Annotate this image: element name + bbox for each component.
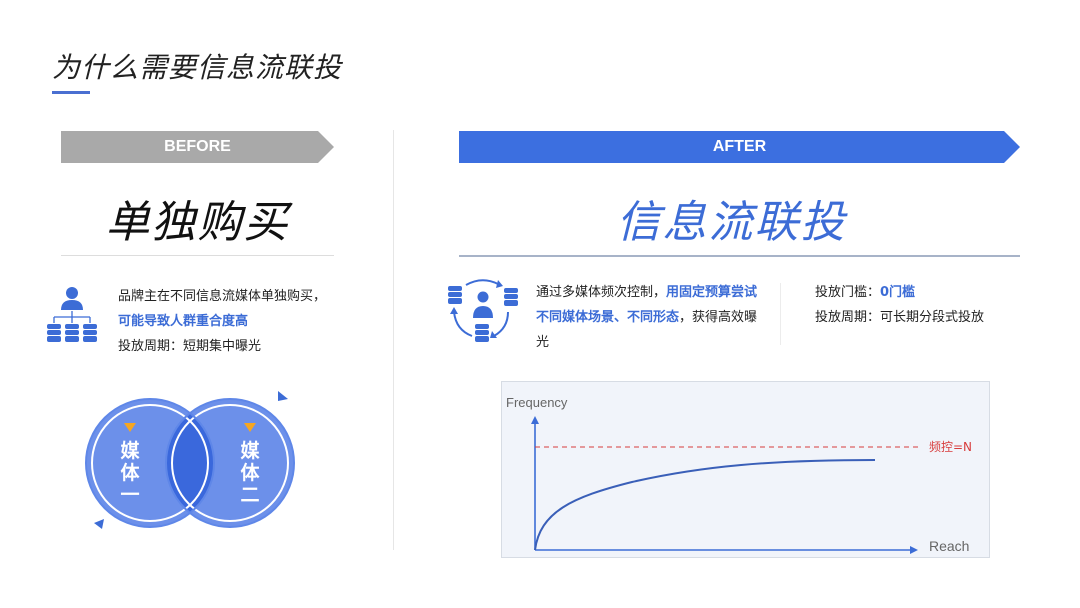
after-banner-label: AFTER (712, 138, 767, 155)
blue-triangle-icon (94, 519, 104, 529)
period-row: 投放周期：可长期分段式投放 (815, 310, 985, 325)
after-banner: AFTER (459, 131, 1020, 163)
frequency-reach-chart: Frequency 频控=N Reach (501, 381, 990, 558)
column-divider (393, 130, 394, 550)
user-cycle-database-icon (448, 279, 518, 342)
after-info-divider (780, 283, 781, 345)
page-title: 为什么需要信息流联投 (52, 51, 343, 84)
user-hierarchy-database-icon (47, 287, 97, 342)
orange-triangle-down-icon (124, 423, 136, 432)
after-desc-prefix: 通过多媒体频次控制， (536, 285, 667, 300)
blue-triangle-icon (278, 391, 288, 401)
before-desc-highlight: 可能导致人群重合度高 (118, 314, 249, 329)
after-info: 投放门槛：0门槛 投放周期：可长期分段式投放 (815, 280, 1025, 330)
threshold-label: 投放门槛： (815, 285, 881, 300)
frequency-cap-label: 频控=N (929, 440, 973, 454)
chart-x-axis-label: Reach (929, 538, 970, 554)
venn-diagram (85, 391, 295, 529)
threshold-row: 投放门槛：0门槛 (815, 280, 1025, 305)
orange-triangle-down-icon (244, 423, 256, 432)
before-heading: 单独购买 (105, 197, 290, 248)
venn-right-label: 媒体二 (240, 440, 260, 506)
before-desc-period: 投放周期：短期集中曝光 (118, 339, 262, 354)
before-divider (61, 255, 334, 256)
venn-left-label: 媒体一 (120, 440, 140, 506)
before-description: 品牌主在不同信息流媒体单独购买， 可能导致人群重合度高 投放周期：短期集中曝光 (118, 284, 358, 359)
after-desc-highlight: 用固定预算尝试不同媒体场景、不同形态 (536, 285, 758, 325)
after-description: 通过多媒体频次控制，用固定预算尝试不同媒体场景、不同形态，获得高效曝光 (536, 280, 761, 355)
threshold-value: 0门槛 (880, 285, 916, 300)
chart-plot (531, 416, 920, 554)
chart-y-axis-label: Frequency (506, 395, 568, 410)
title-underline (52, 91, 90, 94)
before-banner-label: BEFORE (164, 138, 231, 155)
after-divider (459, 255, 1020, 257)
frequency-curve (534, 459, 876, 551)
after-desc-suffix: ，获得高效曝光 (536, 310, 758, 350)
before-desc-line1: 品牌主在不同信息流媒体单独购买， (118, 289, 327, 304)
after-heading: 信息流联投 (616, 197, 847, 248)
before-banner: BEFORE (61, 131, 334, 163)
